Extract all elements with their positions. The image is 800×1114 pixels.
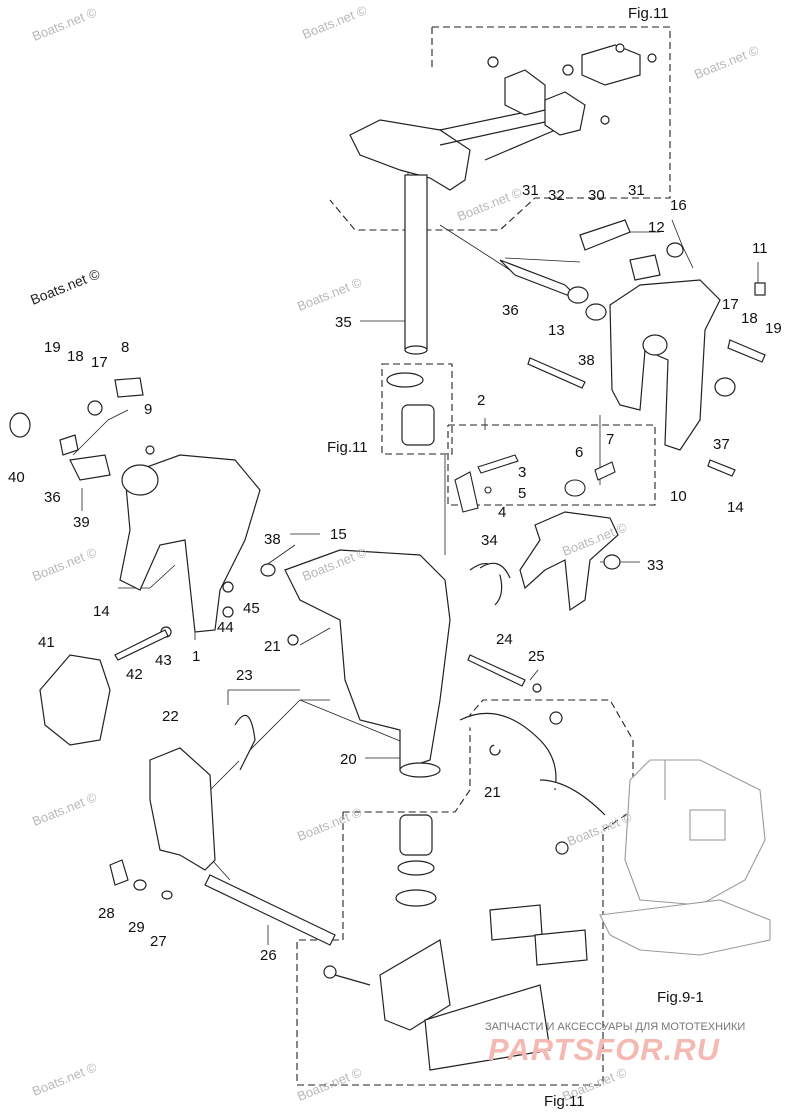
part-label: 1 xyxy=(192,648,201,665)
part-label: 16 xyxy=(670,197,687,214)
swivel-housing-drawing xyxy=(114,372,542,778)
figure-ref: Fig.9-1 xyxy=(657,989,704,1006)
part-label: 14 xyxy=(727,499,744,516)
part-label: 44 xyxy=(217,619,234,636)
part-label: 40 xyxy=(8,469,25,486)
part-label: 29 xyxy=(128,919,145,936)
part-label: 33 xyxy=(647,557,664,574)
part-label: 18 xyxy=(67,348,84,365)
part-label: 36 xyxy=(502,302,519,319)
part-label: 31 xyxy=(522,182,539,199)
part-label: 37 xyxy=(713,436,730,453)
part-label: 26 xyxy=(260,947,277,964)
figure-ref: Fig.11 xyxy=(628,5,669,22)
fig11-middle-frame xyxy=(381,363,453,455)
part-label: 10 xyxy=(670,488,687,505)
part-label: 18 xyxy=(741,310,758,327)
part-label: 30 xyxy=(588,187,605,204)
part-label: 23 xyxy=(236,667,253,684)
part-label: 20 xyxy=(340,751,357,768)
tilt-stopper-drawing xyxy=(469,511,621,612)
figure-ref: Fig.11 xyxy=(327,439,368,456)
top-fig-frame xyxy=(329,26,671,231)
part-label: 38 xyxy=(264,531,281,548)
part-label: 45 xyxy=(243,600,260,617)
part-label: 38 xyxy=(578,352,595,369)
clamp-bracket-left-drawing xyxy=(9,377,261,633)
part-label: 36 xyxy=(44,489,61,506)
part-label: 7 xyxy=(606,431,615,448)
brand-logo: PARTSFOR.RU xyxy=(488,1032,721,1067)
part-label: 6 xyxy=(575,444,584,461)
part-label: 4 xyxy=(498,504,507,521)
part-label: 43 xyxy=(155,652,172,669)
part-label: 28 xyxy=(98,905,115,922)
part-label: 32 xyxy=(548,187,565,204)
part-label: 24 xyxy=(496,631,513,648)
clamp-bracket-right-drawing xyxy=(39,654,336,946)
part-label: 11 xyxy=(752,240,768,257)
part-label: 2 xyxy=(477,392,486,409)
brand-tagline: ЗАПЧАСТИ И АКСЕССУАРЫ ДЛЯ МОТОТЕХНИКИ xyxy=(485,1021,746,1033)
part-label: 34 xyxy=(481,532,498,549)
part-label: 31 xyxy=(628,182,645,199)
lower-bushings-drawing xyxy=(323,711,606,1071)
part-label: 14 xyxy=(93,603,110,620)
part-label: 13 xyxy=(548,322,565,339)
stopper-spring-drawing xyxy=(454,454,616,513)
steering-bracket-drawing xyxy=(349,43,657,355)
part-label: 35 xyxy=(335,314,352,331)
part-label: 39 xyxy=(73,514,90,531)
part-label: 25 xyxy=(528,648,545,665)
part-label: 21 xyxy=(264,638,281,655)
part-label: 15 xyxy=(330,526,347,543)
part-label: 8 xyxy=(121,339,130,356)
swivel-bracket-drawing xyxy=(499,219,766,477)
part-label: 21 xyxy=(484,784,501,801)
lower-unit-drawing xyxy=(599,759,771,956)
stopper-group-frame xyxy=(447,424,656,506)
part-label: 12 xyxy=(648,219,665,236)
part-label: 3 xyxy=(518,464,527,481)
part-label: 17 xyxy=(722,296,739,313)
part-label: 19 xyxy=(44,339,61,356)
figure-ref: Fig.11 xyxy=(544,1093,585,1110)
part-label: 5 xyxy=(518,485,527,502)
part-label: 42 xyxy=(126,666,143,683)
part-label: 41 xyxy=(38,634,55,651)
part-label: 17 xyxy=(91,354,108,371)
part-label: 22 xyxy=(162,708,179,725)
part-label: 19 xyxy=(765,320,782,337)
part-label: 9 xyxy=(144,401,153,418)
bottom-fig-frame xyxy=(296,699,634,1086)
part-label: 27 xyxy=(150,933,167,950)
